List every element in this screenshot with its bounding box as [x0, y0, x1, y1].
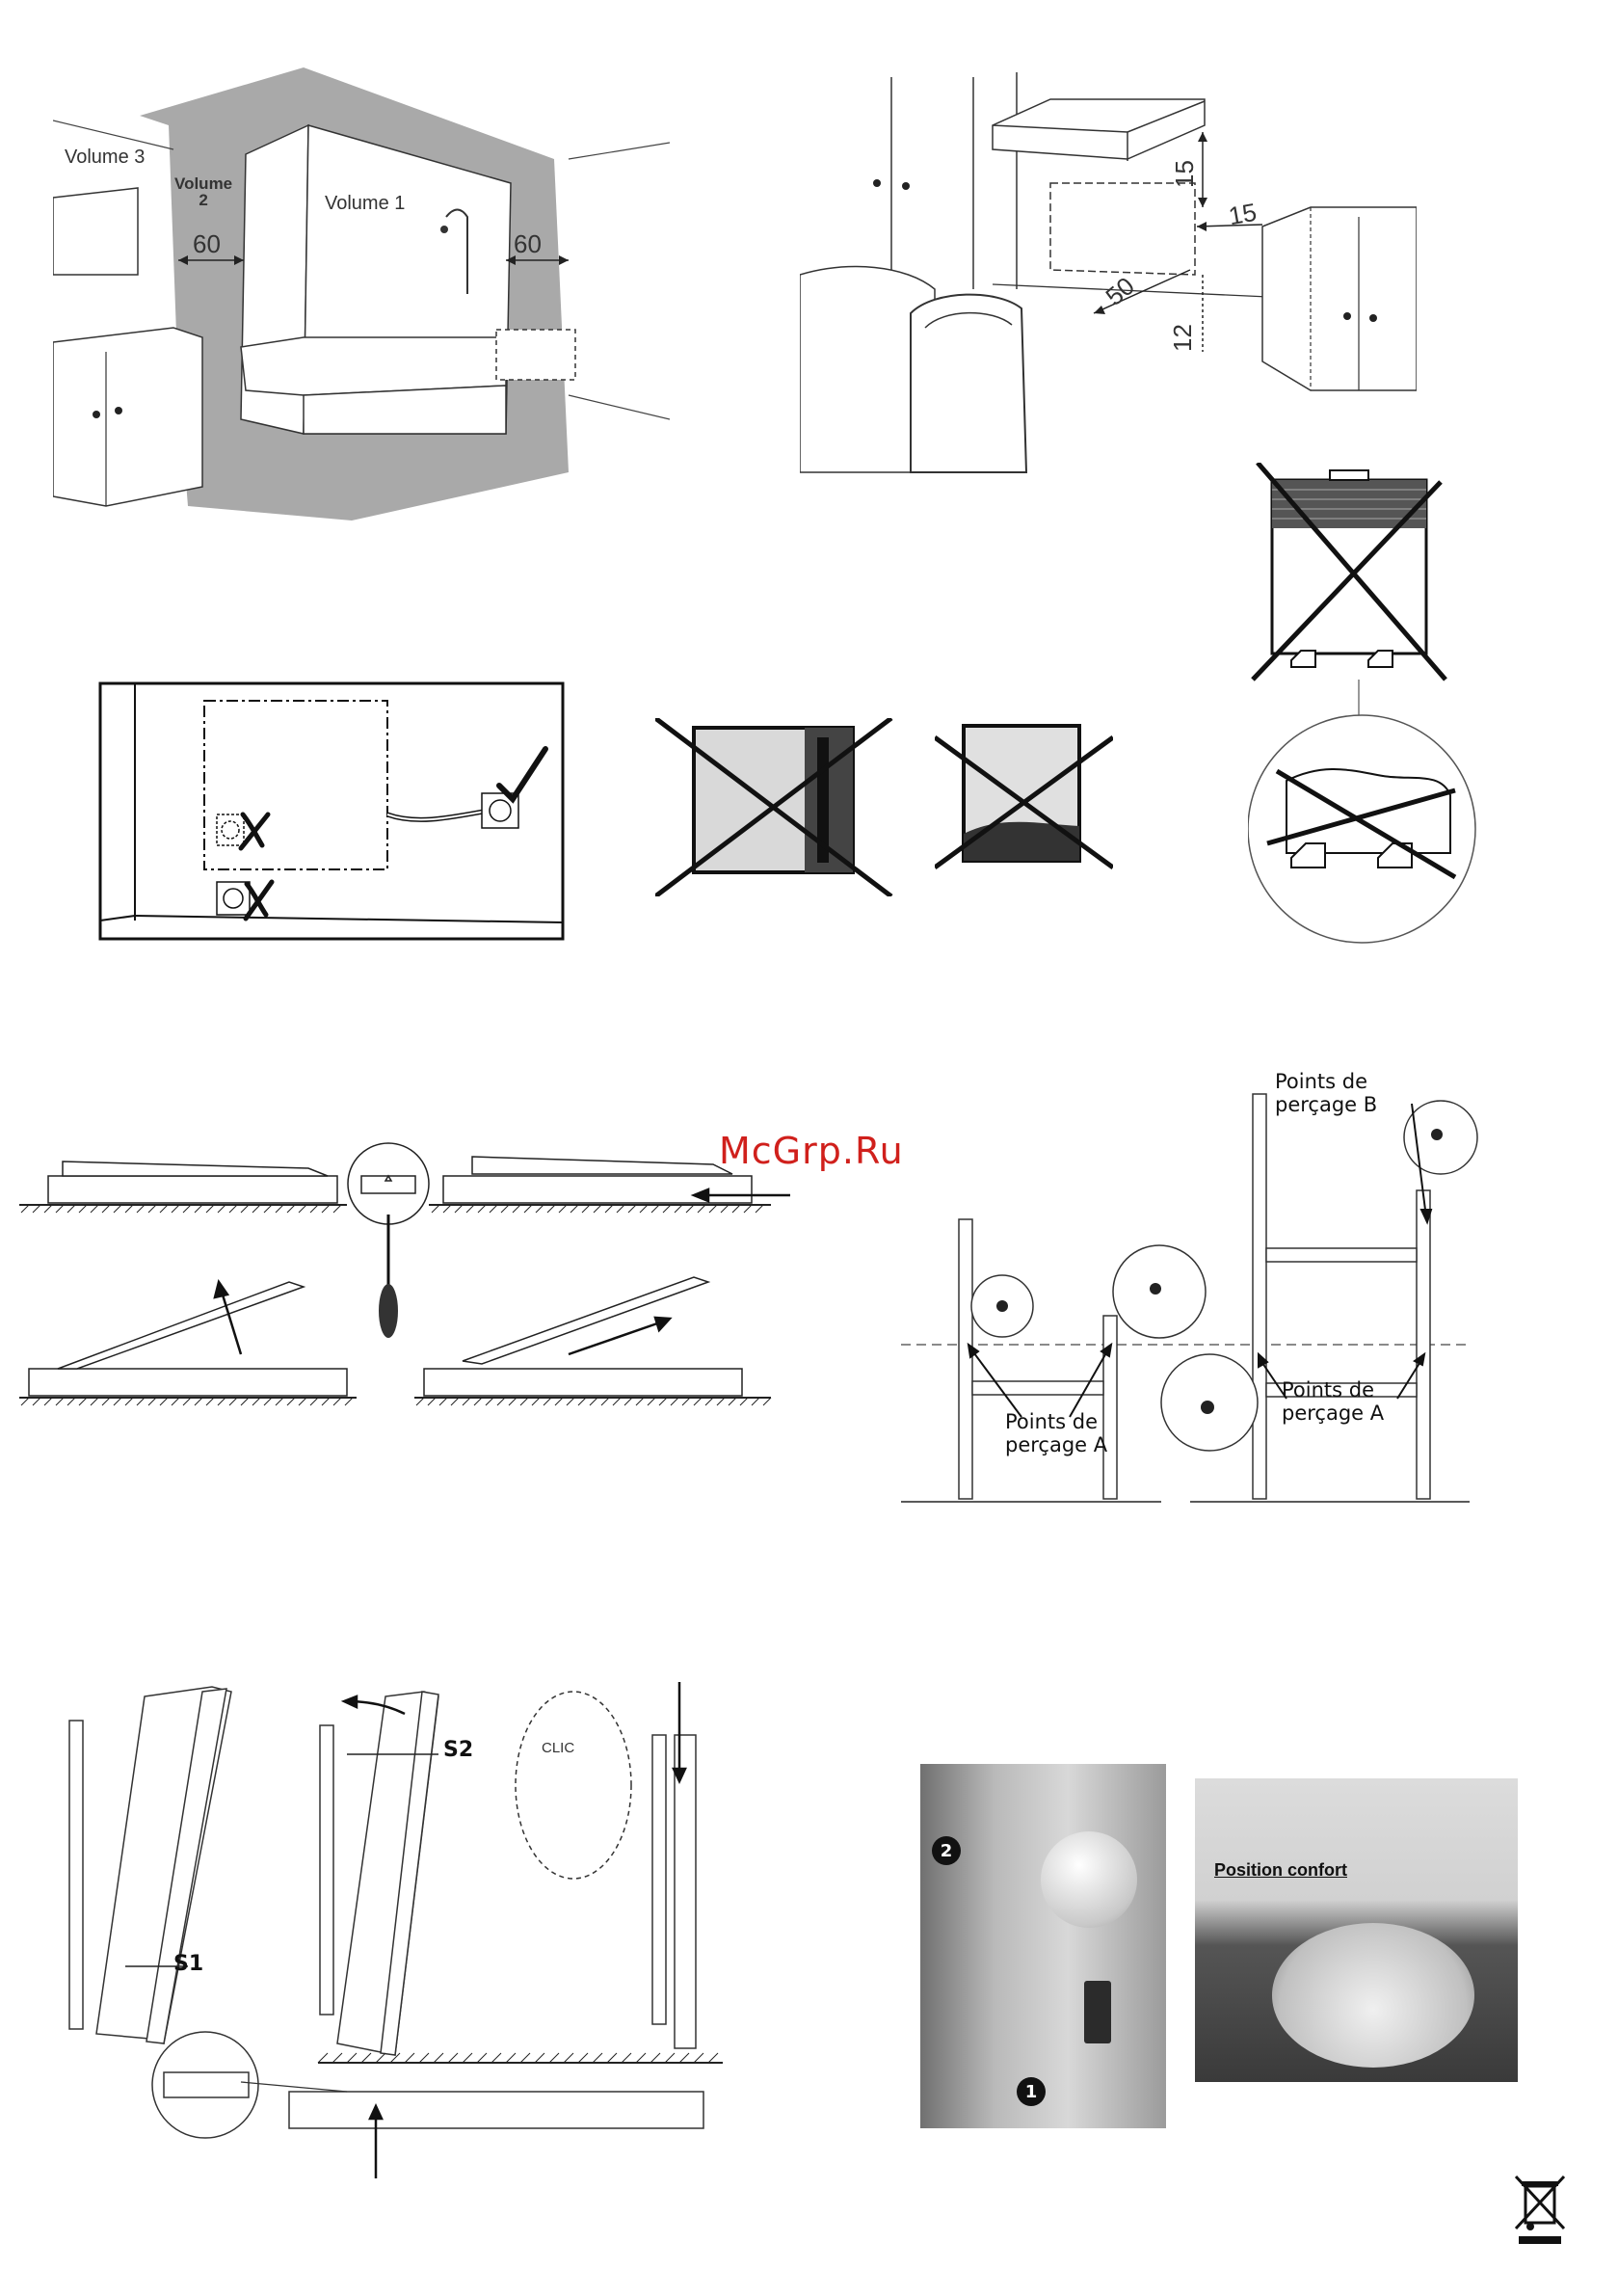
clearance-diagram: 15 15 50 12 — [800, 72, 1417, 477]
volume-2-label-line2: 2 — [174, 192, 232, 208]
no-cover-diagram-1 — [655, 718, 896, 896]
control-badge-2: 2 — [932, 1836, 961, 1865]
on-off-switch — [1084, 1981, 1111, 2043]
knob-dial — [1272, 1923, 1474, 2068]
drilling-points-b-line1: Points de — [1275, 1070, 1377, 1093]
s1-label: S1 — [173, 1952, 203, 1976]
volume-1-label: Volume 1 — [325, 193, 405, 215]
distance-left-label: 60 — [193, 229, 221, 259]
socket-position-diagram — [96, 680, 569, 945]
clic-label: CLIC — [542, 1740, 574, 1756]
drilling-points-a-right-line1: Points de — [1282, 1378, 1384, 1402]
bracket-removal-diagram — [19, 1108, 809, 1446]
no-cover-diagram-2 — [935, 718, 1113, 872]
weee-bin-icon — [1511, 2169, 1569, 2246]
drilling-points-diagram: Points de perçage B Points de perçage A … — [901, 1075, 1479, 1508]
drilling-points-b-line2: perçage B — [1275, 1093, 1377, 1116]
bathroom-volumes-diagram: Volume 3 Volume 2 Volume 1 60 60 — [53, 67, 670, 521]
thermostat-knob — [1041, 1831, 1137, 1928]
distance-right-label: 60 — [514, 229, 542, 259]
position-confort-label: Position confort — [1214, 1860, 1347, 1881]
volume-2-label-line1: Volume — [174, 175, 232, 192]
s2-label: S2 — [443, 1738, 473, 1762]
clearance-bottom-label: 12 — [1168, 324, 1198, 352]
arrow-icon — [215, 1189, 790, 1354]
drilling-points-a-left-line2: perçage A — [1005, 1433, 1107, 1456]
drilling-points-a-right-line2: perçage A — [1282, 1402, 1384, 1425]
clearance-top-label: 15 — [1170, 160, 1200, 188]
comfort-position-photo: Position confort — [1195, 1778, 1518, 2082]
screwdriver-icon — [379, 1284, 398, 1338]
drilling-points-a-left-label: Points de perçage A — [1005, 1410, 1107, 1456]
control-badge-1: 1 — [1017, 2077, 1046, 2106]
controls-photo: 2 1 — [920, 1764, 1166, 2128]
mounting-diagram: S1 S2 CLIC — [58, 1677, 732, 2188]
drilling-points-a-right-label: Points de perçage A — [1282, 1378, 1384, 1425]
drilling-points-b-label: Points de perçage B — [1275, 1070, 1377, 1116]
volume-2-label: Volume 2 — [174, 175, 232, 208]
no-floor-standing-diagram — [1248, 463, 1489, 945]
drilling-points-a-left-line1: Points de — [1005, 1410, 1107, 1433]
clearance-side-label: 15 — [1227, 198, 1260, 232]
volume-3-label: Volume 3 — [65, 147, 145, 169]
